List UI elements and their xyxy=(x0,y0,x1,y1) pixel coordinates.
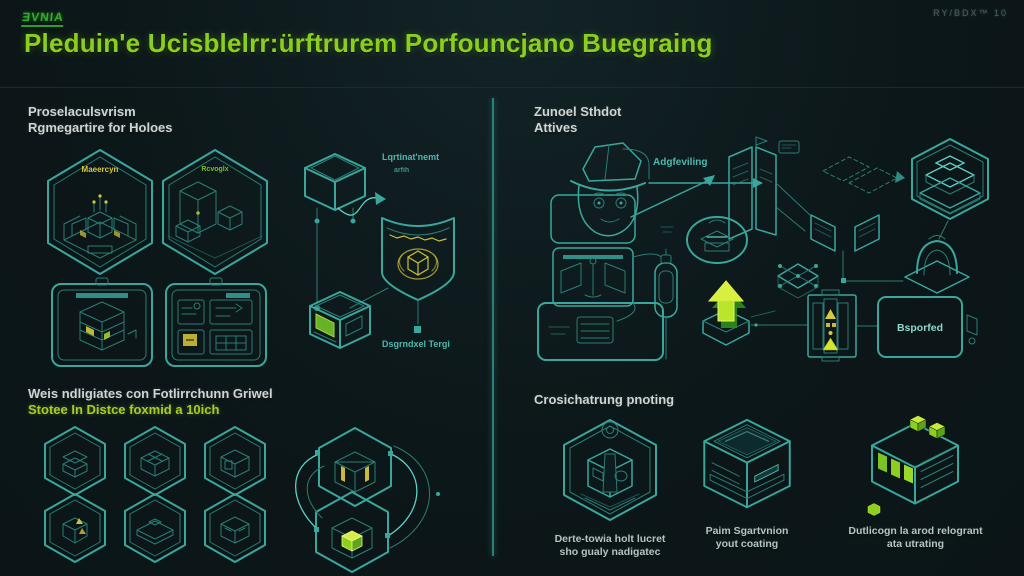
corner-watermark: RY/BDX™ 10 xyxy=(933,8,1008,18)
flow-bottom-label: Dsgrndxel Tergi xyxy=(382,339,450,349)
flow-green-panel-box-icon xyxy=(309,291,371,349)
robot-head-icon xyxy=(550,142,646,244)
green-crate-icon xyxy=(867,415,959,516)
hex-icon-textured-cube xyxy=(204,493,266,563)
flow-top-sublabel: arfih xyxy=(394,167,409,174)
cycle-bottom-hexagon-icon xyxy=(315,491,389,573)
rb-item-hex-cube: Derte-towia holt lucret sho gualy nadiga… xyxy=(540,414,680,559)
signal-column-box-icon xyxy=(807,289,878,362)
bracket-panels-icon xyxy=(810,214,904,283)
rb-caption-1-line1: Derte-towia holt lucret xyxy=(554,533,666,545)
rb-item-press: Paim Sgartvnion yout coating xyxy=(688,416,806,551)
hex-icon-window-cube xyxy=(204,426,266,496)
left-bottom-heading: Weis ndligiates con Fotlirrchunn Griwel … xyxy=(28,386,273,418)
left-bottom-heading-line1: Weis ndligiates con Fotlirrchunn Griwel xyxy=(28,386,273,401)
flow-label: Adgfeviling xyxy=(653,157,707,168)
cycle-top-hexagon-icon xyxy=(318,427,392,507)
ornate-cube-hexagon-icon xyxy=(563,419,657,521)
hex-panel-machine-icon: Maeercyn xyxy=(47,149,153,275)
left-top-heading: Proselaculsvrism Rgmegartire for Holoes xyxy=(28,104,172,136)
hex-icon-platform xyxy=(124,493,186,563)
flow-top-label: Lqrtinat'nemt xyxy=(382,152,439,162)
right-top-heading-line2: Attives xyxy=(534,120,578,135)
vertical-divider xyxy=(492,98,494,556)
rb-caption-3-line1: Dutlicogn la arod relogrant xyxy=(848,525,983,537)
green-up-arrow-icon xyxy=(702,280,808,346)
ellipse-machine-icon xyxy=(686,216,748,264)
flask-icon xyxy=(632,248,678,360)
hex-b-label: Rcvoglx xyxy=(201,166,228,173)
right-bottom-heading-text: Crosichatrung pnoting xyxy=(534,392,675,407)
rb-caption-2-line2: yout coating xyxy=(715,538,779,550)
crossed-cube-node-icon xyxy=(777,263,819,299)
header-divider xyxy=(0,87,1024,88)
rb-caption-1-line2: sho gualy nadigatec xyxy=(559,546,661,558)
left-top-diagram: Maeercyn Rcvoglx xyxy=(47,149,455,367)
result-box: Bsporfed xyxy=(877,296,978,358)
hex-icon-layered-box xyxy=(44,426,106,496)
hexagon-pyramid-icon xyxy=(911,138,989,240)
page-title: Pleduin'e Ucisblelrr:ürftrurem Porfouncj… xyxy=(24,28,713,58)
square-panel-dashboard-icon xyxy=(165,277,267,367)
monitor-station-icon xyxy=(552,247,634,307)
hex-icon-flame-box xyxy=(44,493,106,563)
left-top-heading-line2: Rgmegartire for Holoes xyxy=(28,120,173,135)
right-top-heading: Zunoel Sthdot Attives xyxy=(534,104,621,136)
flow-shield-emblem-icon xyxy=(349,217,455,333)
press-machine-icon xyxy=(702,418,791,509)
right-bottom-heading: Crosichatrung pnoting xyxy=(534,392,674,408)
rb-caption-2-line1: Paim Sgartvnion xyxy=(705,525,789,537)
left-bottom-heading-line2: Stotee In Distce foxmid a 10ich xyxy=(28,402,220,417)
result-box-label: Bsporfed xyxy=(897,322,943,334)
dome-arch-icon xyxy=(904,235,970,294)
square-panel-server-icon xyxy=(51,277,153,367)
folder-panels-icon xyxy=(728,136,811,240)
rb-item-green-crate: Dutlicogn la arod relogrant ata utrating xyxy=(838,410,993,551)
cycle-connectors xyxy=(295,445,440,549)
dashed-steps-icon xyxy=(778,140,905,194)
brand-logo: ƎVNIA xyxy=(21,10,65,27)
striped-module-box-icon xyxy=(537,302,664,361)
hex-icon-waffle-cube xyxy=(124,426,186,496)
hex-a-label: Maeercyn xyxy=(82,165,119,174)
rb-caption-3-line2: ata utrating xyxy=(886,538,945,550)
right-top-flow-diagram: Adgfeviling xyxy=(537,136,989,362)
left-top-heading-line1: Proselaculsvrism xyxy=(28,104,136,119)
left-bottom-diagram xyxy=(44,426,440,573)
hex-panel-stack-icon: Rcvoglx xyxy=(162,149,268,275)
right-top-heading-line1: Zunoel Sthdot xyxy=(534,104,622,119)
flow-open-box-icon xyxy=(304,153,386,311)
